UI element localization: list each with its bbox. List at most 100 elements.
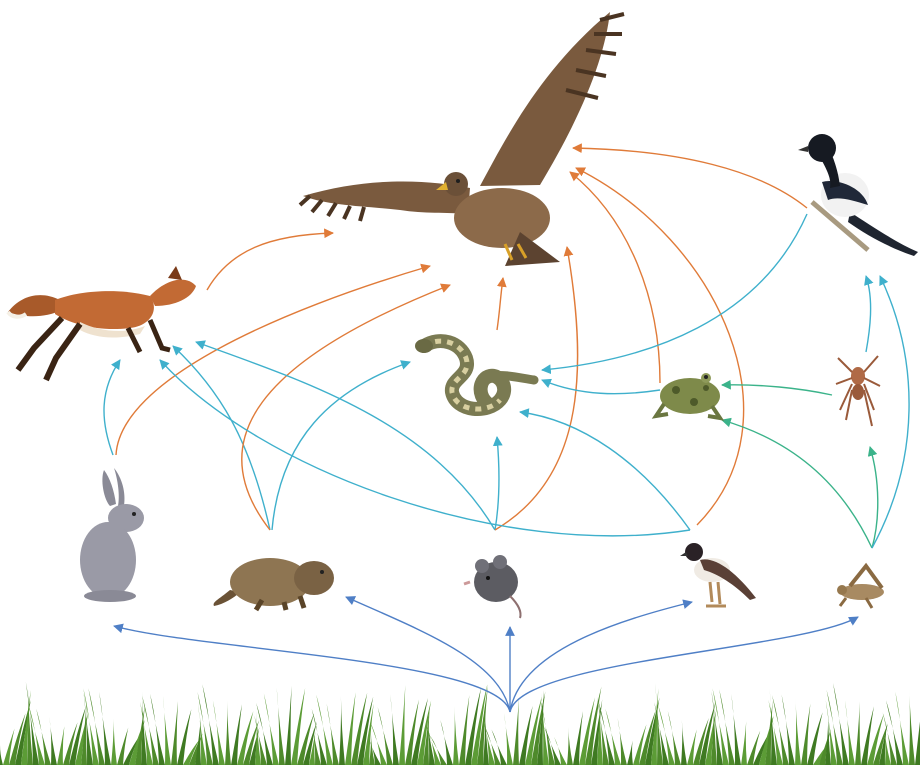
grass-blade [142, 695, 159, 765]
grass-blade [781, 694, 795, 765]
grass-blade [27, 683, 33, 765]
grass-blade [312, 724, 321, 765]
grass-blade [0, 745, 3, 765]
arrow-grass-to-small-bird [509, 599, 693, 713]
grass-blade [202, 684, 219, 765]
grass-blade [681, 719, 687, 765]
grass-blade [243, 720, 260, 765]
grass-blade [895, 691, 909, 765]
grass-blade [368, 738, 381, 765]
grass-blade [605, 708, 621, 765]
grass-blade [363, 703, 374, 765]
grass-blade [316, 694, 333, 765]
grass-blade [768, 700, 783, 765]
grass-blade [861, 706, 874, 765]
grass-blade [465, 687, 482, 765]
grass-blade [567, 726, 573, 765]
grass-blade [141, 691, 147, 765]
grass-blade [150, 693, 165, 765]
grass-blade [171, 701, 179, 765]
arrow-small-bird-to-eagle [575, 167, 745, 526]
grass-blade [357, 696, 374, 765]
grass-blade [237, 711, 254, 765]
magpie-icon [798, 134, 918, 256]
arrow-frog-to-eagle [569, 171, 661, 384]
grass-blade [513, 698, 519, 765]
grass-blade [177, 709, 192, 765]
grass-blade [826, 689, 843, 765]
grass-blade [886, 700, 903, 765]
grass-blade [390, 694, 399, 765]
arrow-spider-to-magpie [864, 275, 874, 353]
grass-blade [807, 712, 823, 765]
grass-blade [255, 710, 261, 765]
grass-blade [731, 693, 741, 765]
grass-blade [197, 703, 207, 765]
grass-blade [254, 715, 267, 765]
arrow-grass-to-rabbit [113, 623, 511, 713]
grass-blade [531, 691, 546, 765]
grass-blade [693, 717, 709, 765]
grass-blade [81, 700, 87, 765]
grass-blade [772, 695, 789, 765]
grass-blade [597, 697, 609, 765]
grass-blade [491, 729, 507, 765]
grass-blade [627, 740, 633, 765]
grass-blade [519, 705, 533, 765]
grass-icon [0, 681, 920, 765]
grass-blade [753, 731, 770, 765]
grass-blade [471, 684, 488, 765]
arrow-mouse-to-fox [195, 340, 496, 531]
grass-blade [711, 698, 717, 765]
arrow-small-bird-to-fox [159, 359, 691, 537]
grass-blade [426, 714, 435, 765]
grass-blade [425, 724, 441, 765]
grass-blade [339, 695, 345, 765]
grass-blade [83, 688, 99, 765]
grass-blade [477, 684, 488, 765]
feeding-arrows [103, 143, 910, 713]
grass-blade [844, 700, 855, 765]
grass-blade [459, 694, 470, 765]
grass-blade [297, 713, 314, 765]
snake-icon [415, 334, 539, 416]
grass-blade [579, 697, 595, 765]
grass-blade [633, 724, 647, 765]
grass-blade [303, 721, 317, 765]
arrow-fox-to-eagle [206, 228, 334, 291]
grass-blade [63, 722, 78, 765]
grass-blade [311, 708, 327, 765]
grass-blade [140, 701, 153, 765]
grass-blade [597, 696, 603, 765]
grass-blade [867, 713, 884, 765]
grass-blade [537, 690, 545, 765]
grass-blade [833, 682, 849, 765]
grass-blade [484, 725, 501, 765]
mouse-icon [463, 555, 522, 619]
grass-blade [544, 726, 561, 765]
arrow-grass-to-marmot [345, 596, 511, 713]
grass-blade [741, 721, 747, 765]
grass-blade [263, 693, 279, 765]
arrow-snake-to-eagle [496, 277, 507, 331]
grass-blade [309, 731, 316, 765]
grass-blade [49, 716, 57, 765]
grass-blade [326, 703, 339, 765]
grass-blade [525, 696, 542, 765]
grass-blade [197, 691, 213, 765]
grass-blade [351, 692, 368, 765]
grass-blade [28, 703, 45, 765]
grass-blade [25, 681, 39, 765]
grass-blade [405, 699, 419, 765]
grass-blade [370, 721, 387, 765]
grass-blade [453, 705, 459, 765]
arrow-spider-to-frog [721, 379, 833, 396]
grass-blade [654, 702, 669, 765]
grass-blade [111, 718, 117, 765]
grass-blade [162, 695, 171, 765]
grass-blade [909, 687, 915, 765]
rabbit-icon [80, 468, 144, 602]
grass-blade [3, 728, 15, 765]
grass-blade [585, 686, 602, 765]
